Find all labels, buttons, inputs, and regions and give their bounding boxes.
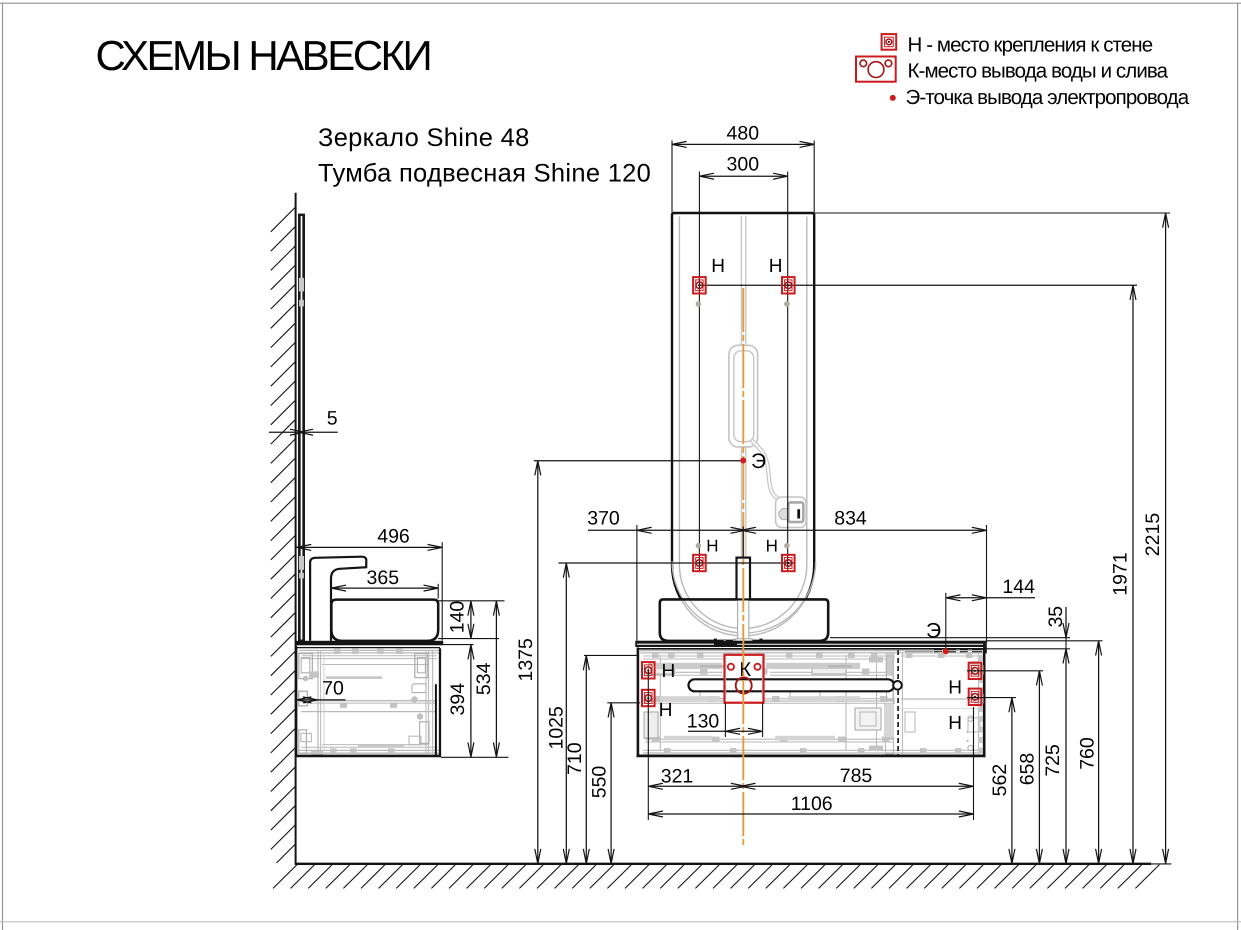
svg-text:300: 300: [727, 153, 760, 175]
svg-text:Н: Н: [711, 256, 725, 277]
svg-text:Э-точка вывода электропровода: Э-точка вывода электропровода: [906, 86, 1190, 109]
svg-text:Тумба подвесная Shine 120: Тумба подвесная Shine 120: [318, 160, 651, 188]
svg-text:1971: 1971: [1110, 552, 1132, 595]
svg-text:Н: Н: [662, 661, 676, 682]
svg-text:35: 35: [1045, 606, 1067, 628]
svg-text:725: 725: [1042, 744, 1064, 777]
svg-text:365: 365: [367, 567, 400, 589]
svg-text:144: 144: [1002, 576, 1035, 598]
svg-text:Э: Э: [926, 620, 941, 643]
svg-text:562: 562: [989, 764, 1011, 797]
svg-text:1025: 1025: [545, 706, 567, 750]
svg-text:Н: Н: [766, 536, 778, 555]
svg-text:К: К: [739, 659, 751, 681]
svg-text:Н: Н: [706, 536, 718, 555]
svg-text:480: 480: [727, 123, 760, 145]
svg-text:Н - место крепления к стене: Н - место крепления к стене: [908, 33, 1153, 56]
svg-text:Н: Н: [769, 256, 783, 277]
svg-text:1106: 1106: [791, 793, 833, 815]
svg-text:785: 785: [840, 765, 873, 787]
svg-text:321: 321: [661, 765, 694, 787]
svg-text:Н: Н: [948, 713, 962, 734]
svg-text:Зеркало Shine 48: Зеркало Shine 48: [318, 124, 530, 152]
svg-text:5: 5: [327, 408, 338, 430]
svg-text:70: 70: [322, 678, 344, 700]
svg-text:140: 140: [447, 601, 469, 634]
svg-text:834: 834: [834, 507, 867, 529]
svg-text:394: 394: [447, 683, 469, 716]
svg-text:550: 550: [589, 766, 611, 799]
svg-text:1375: 1375: [515, 638, 537, 682]
svg-text:Н: Н: [659, 700, 673, 721]
svg-text:370: 370: [587, 507, 620, 529]
svg-text:2215: 2215: [1142, 513, 1164, 557]
svg-text:Э: Э: [751, 450, 766, 473]
svg-text:658: 658: [1016, 753, 1038, 786]
svg-text:СХЕМЫ НАВЕСКИ: СХЕМЫ НАВЕСКИ: [96, 32, 431, 79]
svg-text:710: 710: [564, 742, 586, 775]
svg-text:534: 534: [473, 662, 495, 695]
svg-text:496: 496: [377, 526, 410, 548]
svg-text:Н: Н: [948, 677, 962, 698]
svg-text:К-место вывода воды и слива: К-место вывода воды и слива: [908, 60, 1169, 83]
svg-text:760: 760: [1077, 737, 1099, 770]
svg-text:130: 130: [687, 711, 720, 733]
